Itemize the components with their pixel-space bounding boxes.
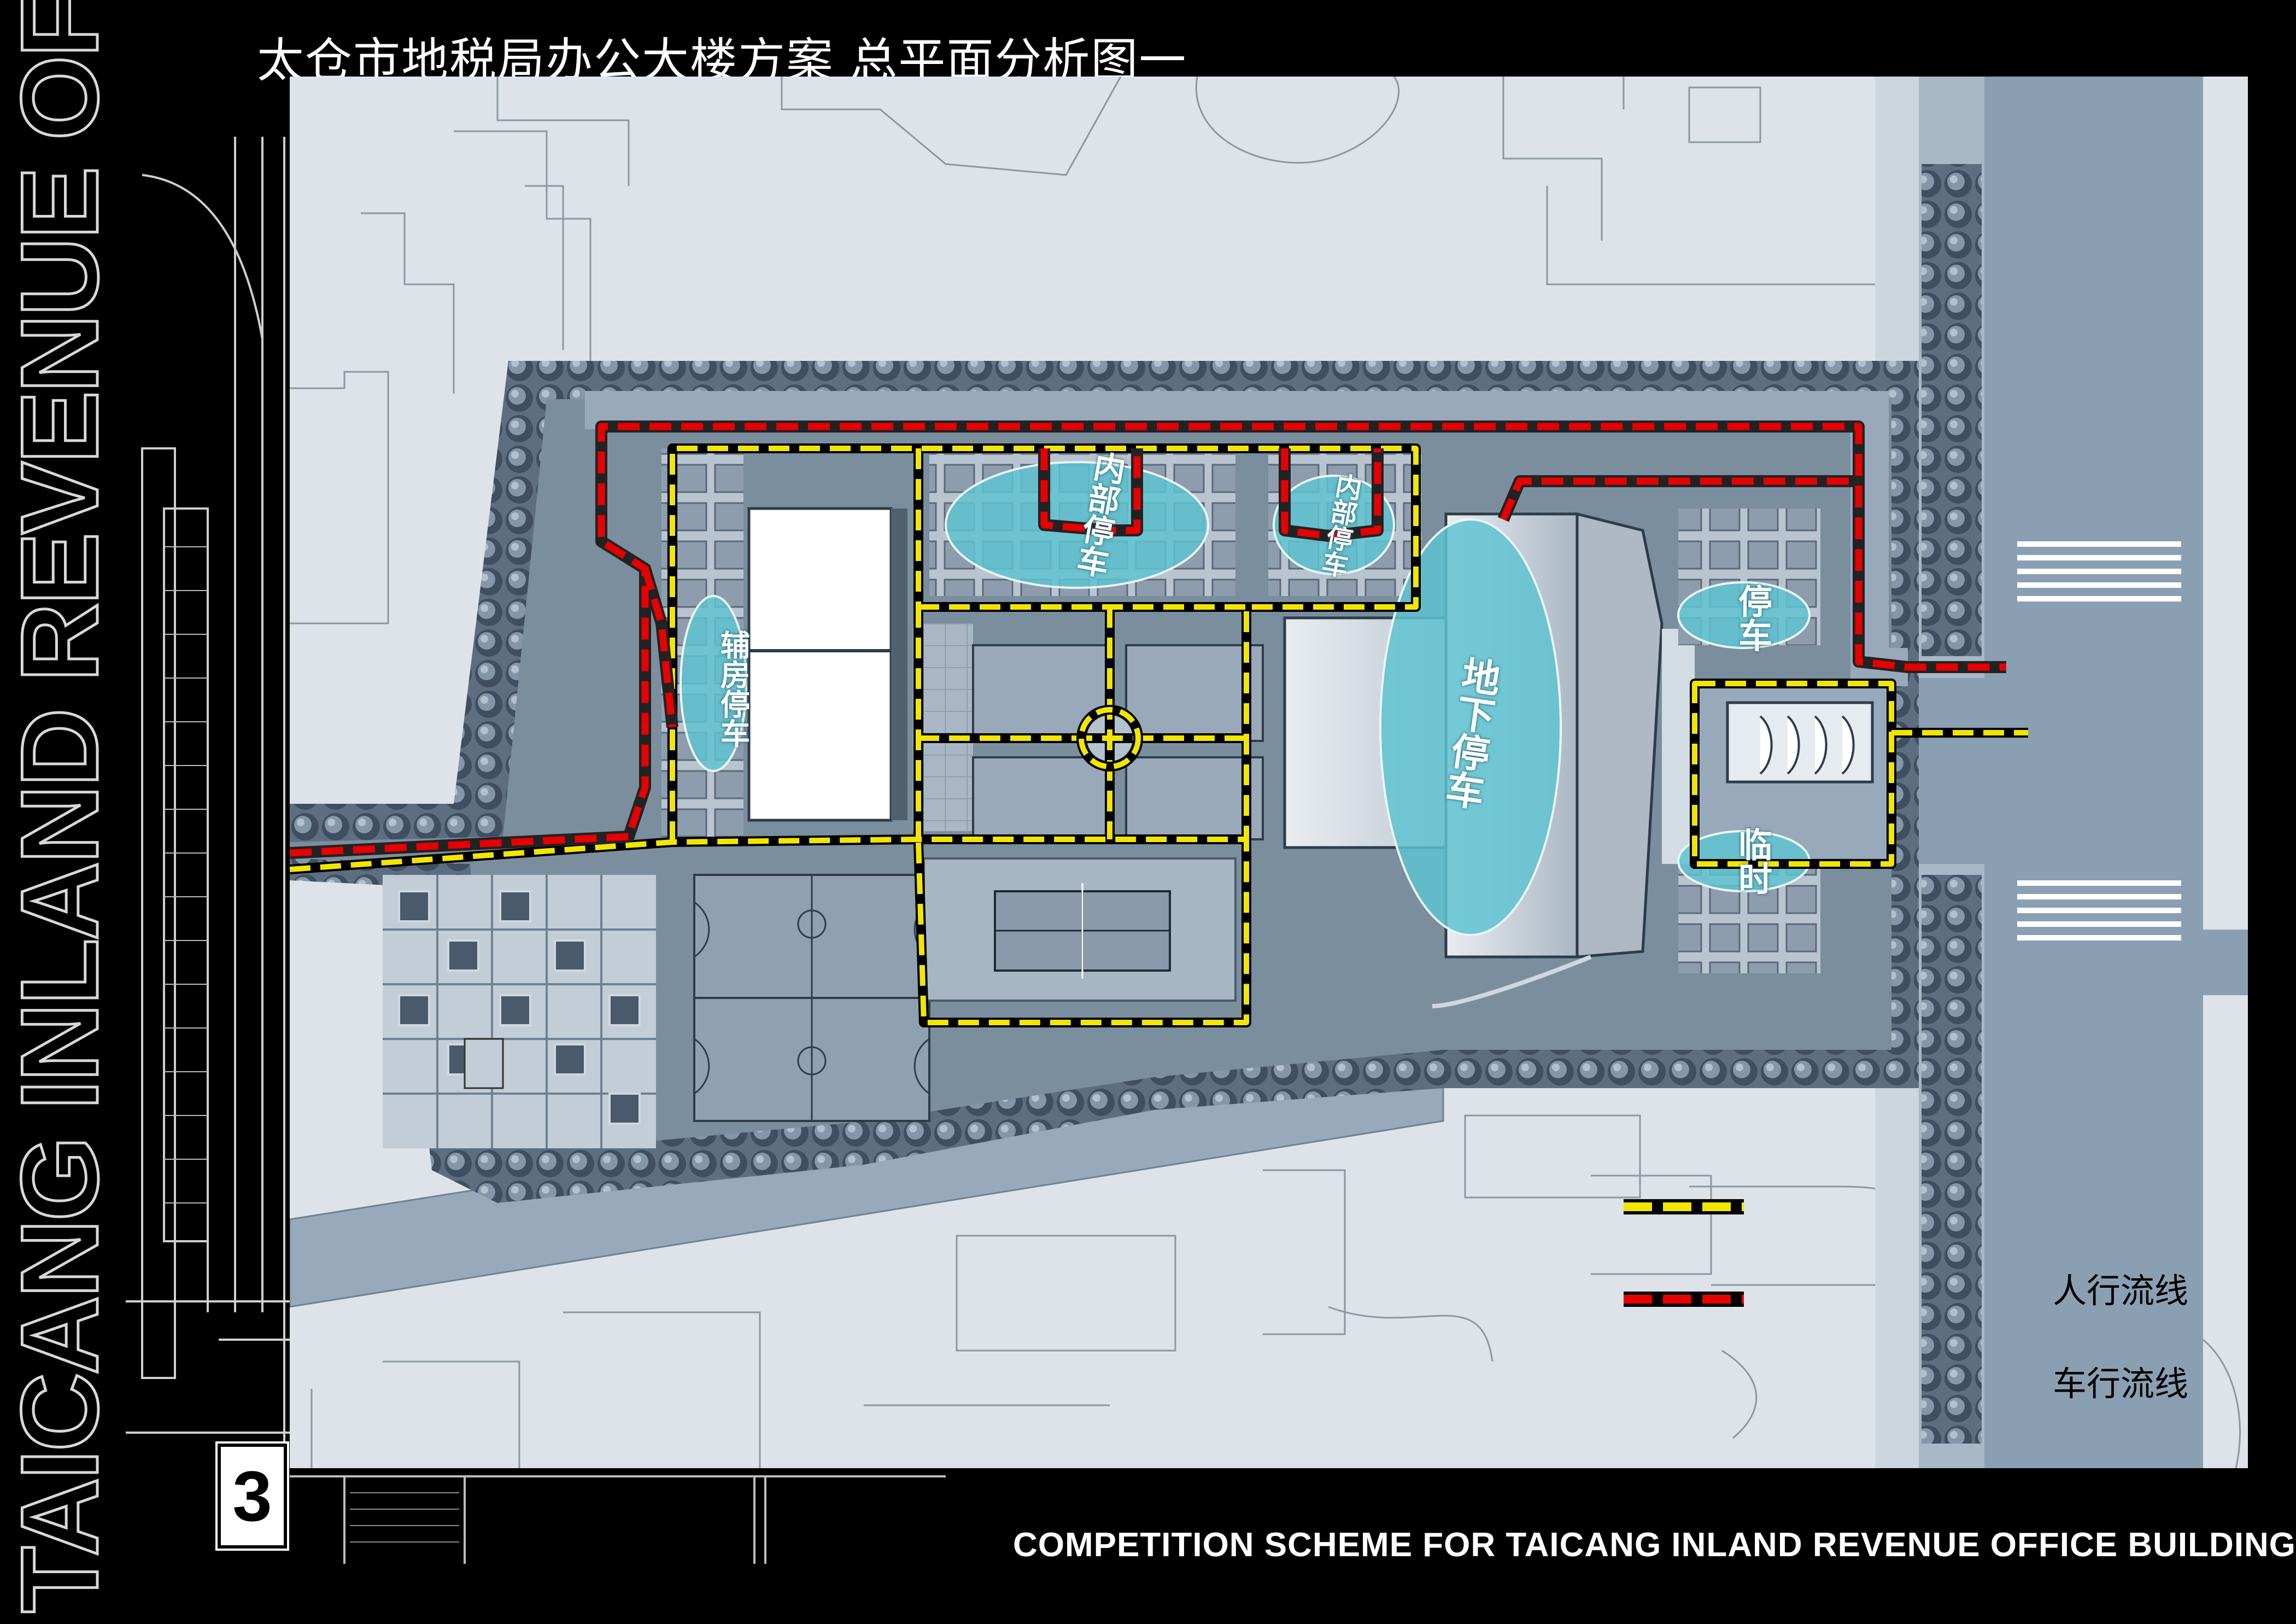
zone-auxiliary-parking xyxy=(680,595,747,772)
tennis-court xyxy=(923,857,1237,1002)
basketball-courts xyxy=(693,874,930,1122)
page-number: 3 xyxy=(215,1441,289,1551)
east-service-road xyxy=(2192,930,2248,995)
legend-vehicle-label: 车行流线 xyxy=(2053,1364,2189,1404)
atrium xyxy=(1662,629,1695,864)
canopy-arches xyxy=(1759,715,1855,775)
site-plan: 辅房停车 内部停车 内部停车 地下停车 停车 临时 人行流线 车行流线 xyxy=(290,77,2248,1468)
elevation-linework xyxy=(126,137,295,1476)
entry-lawn-south xyxy=(1432,955,1592,1008)
zone-underground-parking xyxy=(1379,518,1562,936)
zone-parking xyxy=(1677,581,1811,649)
pedestrian-routes xyxy=(290,443,2028,1027)
legend-pedestrian-label: 人行流线 xyxy=(2053,1271,2189,1311)
label-auxiliary-parking: 辅房停车 xyxy=(715,630,750,748)
footer-subtitle: COMPETITION SCHEME FOR TAICANG INLAND RE… xyxy=(1013,1526,2296,1564)
label-parking: 停车 xyxy=(1732,584,1772,652)
plaza-lawn-se xyxy=(1125,756,1264,840)
east-avenue xyxy=(1984,77,2203,1468)
footer-linework xyxy=(290,1475,946,1564)
vehicle-routes xyxy=(290,420,2006,859)
site-plan-drawing xyxy=(290,77,2248,1468)
main-office-east-wing xyxy=(1575,512,1664,959)
stair xyxy=(464,1038,504,1089)
label-temporary: 临时 xyxy=(1732,827,1772,895)
zone-internal-parking-2 xyxy=(1273,475,1395,575)
plaza-lawn-sw xyxy=(972,756,1111,840)
auxiliary-building xyxy=(747,507,893,822)
east-avenue-trees xyxy=(1922,164,1982,1444)
crosswalks xyxy=(2017,541,2181,940)
